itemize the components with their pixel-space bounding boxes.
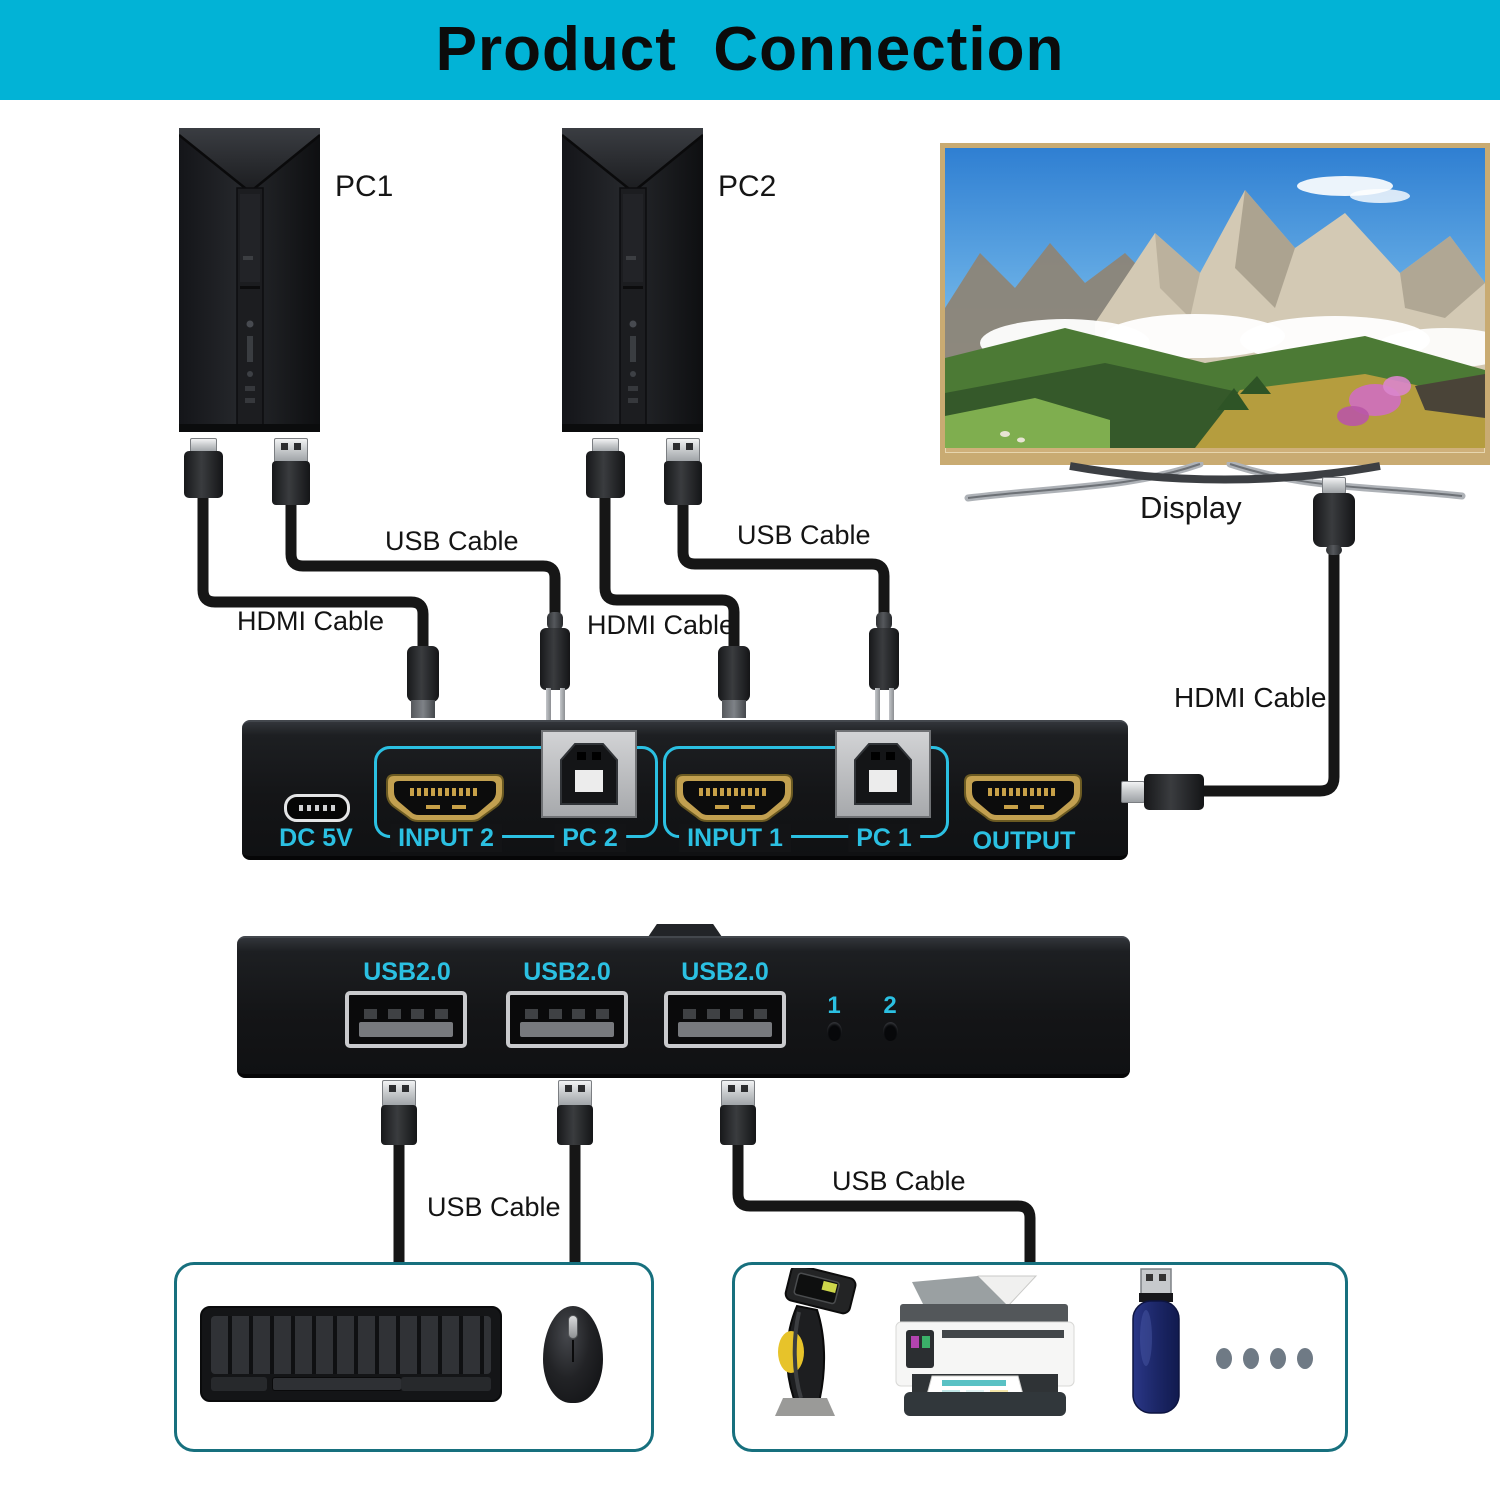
- usb-b-male-connector-pc1: [869, 628, 899, 690]
- usb-b-port-pc1: [835, 730, 931, 818]
- pc2-port-label: PC 2: [554, 824, 626, 852]
- output-label: OUTPUT: [972, 827, 1076, 855]
- display-hdmi-connector: [1313, 493, 1355, 547]
- hdmi-cable-label-2: HDMI Cable: [587, 610, 735, 640]
- pc2-hdmi-cable: [599, 496, 740, 650]
- hub-usb-plug-2-tip-icon: [558, 1080, 592, 1107]
- tv-stand-icon: [964, 462, 1466, 502]
- tv-screen-image: [945, 148, 1500, 448]
- usb-b-port-pc2: [541, 730, 637, 818]
- selector-button-1: [827, 1022, 842, 1041]
- output-hdmi-plug-tip-icon: [1121, 781, 1145, 803]
- hdmi-male-tip-input1-icon: [722, 700, 746, 718]
- tv-display: [940, 143, 1500, 465]
- pc1-label: PC1: [335, 170, 394, 203]
- hdmi-cable-label-1: HDMI Cable: [237, 606, 385, 636]
- input1-label: INPUT 1: [679, 824, 791, 852]
- usb-b-neck-pc2: [547, 612, 563, 630]
- usb-port-label-2: USB2.0: [523, 958, 611, 986]
- dc-power-label: DC 5V: [279, 824, 353, 852]
- pc2-hdmi-plug: [586, 451, 625, 498]
- display-hdmi-connector-neck: [1326, 545, 1342, 555]
- hub-usb-plug-1-tip-icon: [382, 1080, 416, 1107]
- hub-usb-plug-1: [381, 1105, 417, 1145]
- hub-usb-plug-3-tip-icon: [721, 1080, 755, 1107]
- hdmi-cable-label-3: HDMI Cable: [1174, 682, 1327, 713]
- selector-button-2-label: 2: [883, 992, 897, 1019]
- usb-cable-label-1: USB Cable: [385, 526, 519, 556]
- pc1-hdmi-cable: [197, 496, 429, 650]
- port-group-bracket-1: [663, 746, 949, 838]
- kvm-back-tab: [648, 924, 722, 937]
- usb-b-rail: [546, 688, 551, 720]
- hdmi-port-input1: [675, 774, 793, 822]
- pc1-usb-cable: [285, 496, 561, 622]
- usb-port-label-1: USB2.0: [363, 958, 451, 986]
- usb-b-rail: [889, 688, 894, 720]
- display-label: Display: [1140, 490, 1242, 525]
- usb-b-rail: [875, 688, 880, 720]
- pc2-tower-image: [562, 128, 703, 432]
- page-title: Product Connection: [435, 15, 1065, 84]
- output-hdmi-plug: [1144, 774, 1204, 810]
- barcode-scanner-image: [775, 1268, 857, 1416]
- hub-usb-plug-3: [720, 1105, 756, 1145]
- pc1-tower-image: [179, 128, 320, 432]
- port-group-bracket-2: [374, 746, 658, 838]
- display-hdmi-cable: [1200, 550, 1340, 797]
- dc-power-port: [284, 794, 350, 822]
- devices-usb-cable: [732, 1142, 1036, 1263]
- selector-button-2: [883, 1022, 898, 1041]
- usb-a-port-3: [664, 991, 786, 1048]
- hdmi-port-input2: [386, 774, 504, 822]
- hdmi-male-connector-input2: [407, 646, 439, 702]
- usb-cable-label-2: USB Cable: [737, 520, 871, 550]
- usb-cable-label-4: USB Cable: [832, 1166, 966, 1196]
- selector-button-1-label: 1: [827, 992, 841, 1019]
- usb-drive-image: [1132, 1268, 1180, 1414]
- pc1-hdmi-plug: [184, 451, 223, 498]
- hdmi-port-output: [964, 774, 1082, 822]
- keyboard-image: [200, 1306, 502, 1402]
- pc2-label: PC2: [718, 170, 777, 203]
- pc2-usb-plug: [664, 461, 702, 505]
- mouse-image: [543, 1306, 603, 1403]
- header-banner: Product Connection: [0, 0, 1500, 100]
- usb-a-port-1: [345, 991, 467, 1048]
- usb-port-label-3: USB2.0: [681, 958, 769, 986]
- usb-a-port-2: [506, 991, 628, 1048]
- pc1-usb-plug-tip-icon: [274, 438, 308, 463]
- hub-usb-plug-2: [557, 1105, 593, 1145]
- pc1-usb-plug: [272, 461, 310, 505]
- pc2-usb-plug-tip-icon: [666, 438, 700, 463]
- printer-image: [895, 1275, 1075, 1416]
- hdmi-male-connector-input1: [718, 646, 750, 702]
- hdmi-male-tip-input2-icon: [411, 700, 435, 718]
- usb-b-rail: [560, 688, 565, 720]
- ellipsis-dots-icon: [1216, 1348, 1313, 1369]
- usb-b-neck-pc1: [876, 612, 892, 630]
- usb-b-male-connector-pc2: [540, 628, 570, 690]
- pc1-port-label: PC 1: [848, 824, 920, 852]
- display-hdmi-connector-tip-icon: [1322, 477, 1346, 494]
- pc2-usb-cable: [677, 496, 890, 622]
- usb-cable-label-3: USB Cable: [427, 1192, 561, 1222]
- input2-label: INPUT 2: [390, 824, 502, 852]
